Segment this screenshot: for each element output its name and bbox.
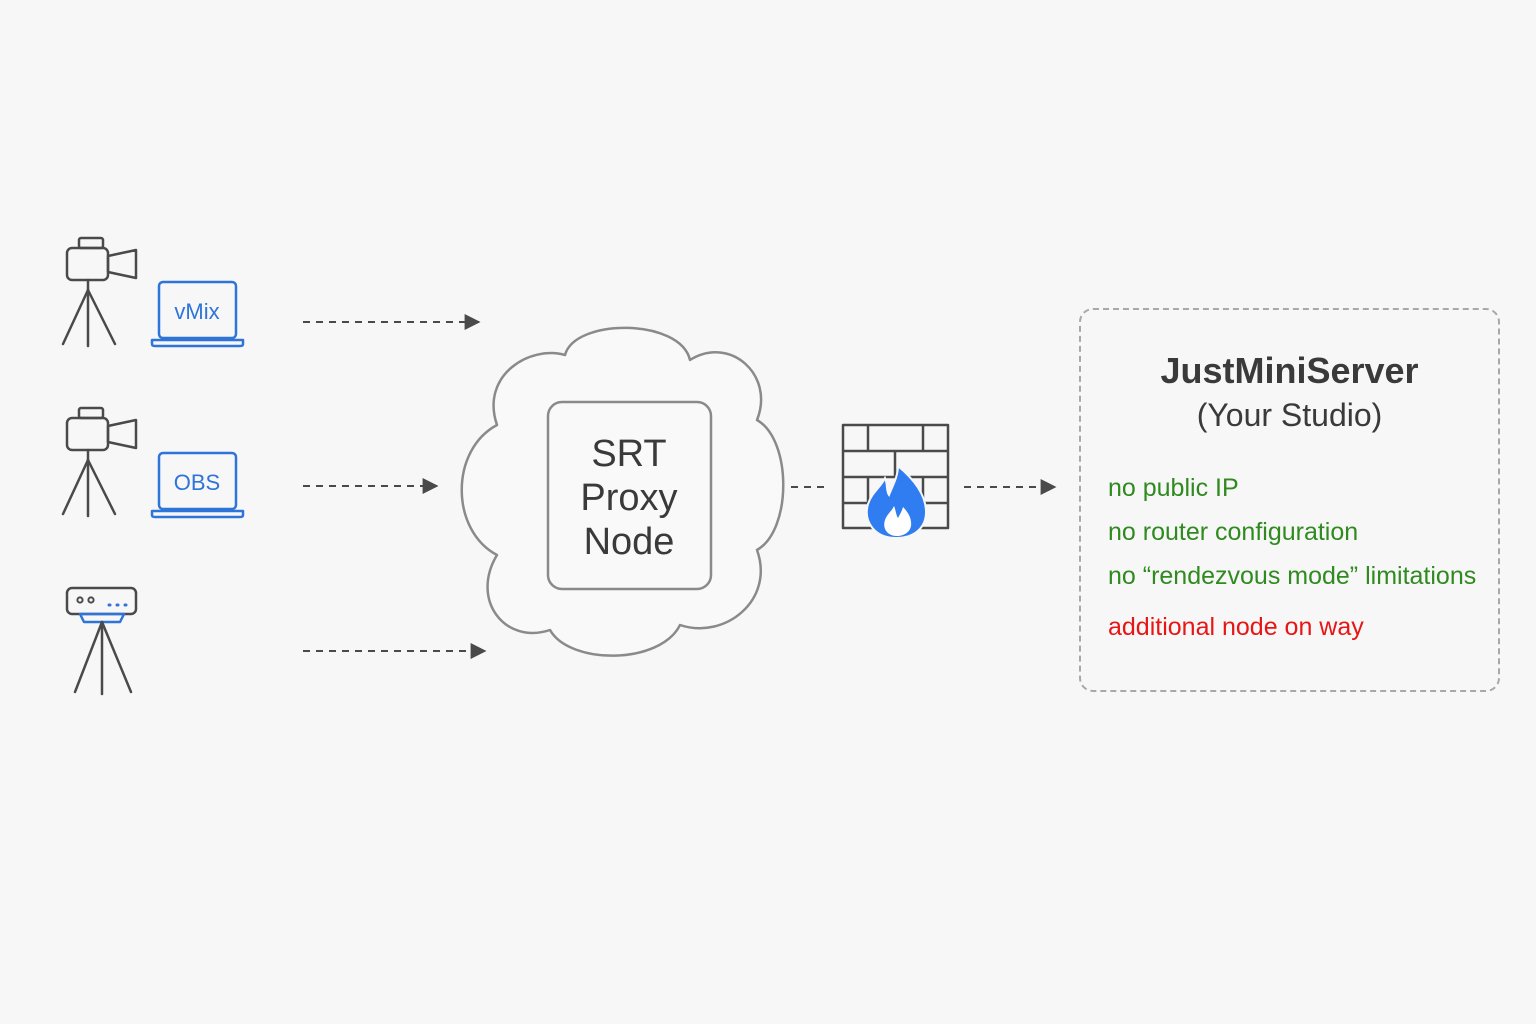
proxy-node-line: SRT	[591, 433, 667, 475]
feature-item: no “rendezvous mode” limitations	[1108, 562, 1477, 590]
server-title: JustMiniServer	[1160, 350, 1419, 391]
server-box	[1079, 308, 1500, 692]
obs-label: OBS	[173, 470, 221, 495]
proxy-node-line: Proxy	[580, 477, 678, 519]
vmix-label: vMix	[174, 299, 220, 324]
proxy-node-label: SRT Proxy Node	[548, 432, 710, 564]
laptop-icon	[150, 280, 245, 348]
camera-icon	[61, 406, 138, 518]
feature-item: additional node on way	[1108, 613, 1364, 641]
feature-item: no public IP	[1108, 474, 1239, 502]
server-subtitle: (Your Studio)	[1196, 397, 1383, 433]
proxy-node-box	[546, 400, 713, 591]
firewall-flame-icon	[841, 423, 950, 540]
encoder-icon	[65, 586, 138, 696]
feature-item: no router configuration	[1108, 518, 1359, 546]
proxy-node-line: Node	[583, 521, 675, 563]
camera-icon	[61, 236, 138, 348]
laptop-icon	[150, 451, 245, 519]
